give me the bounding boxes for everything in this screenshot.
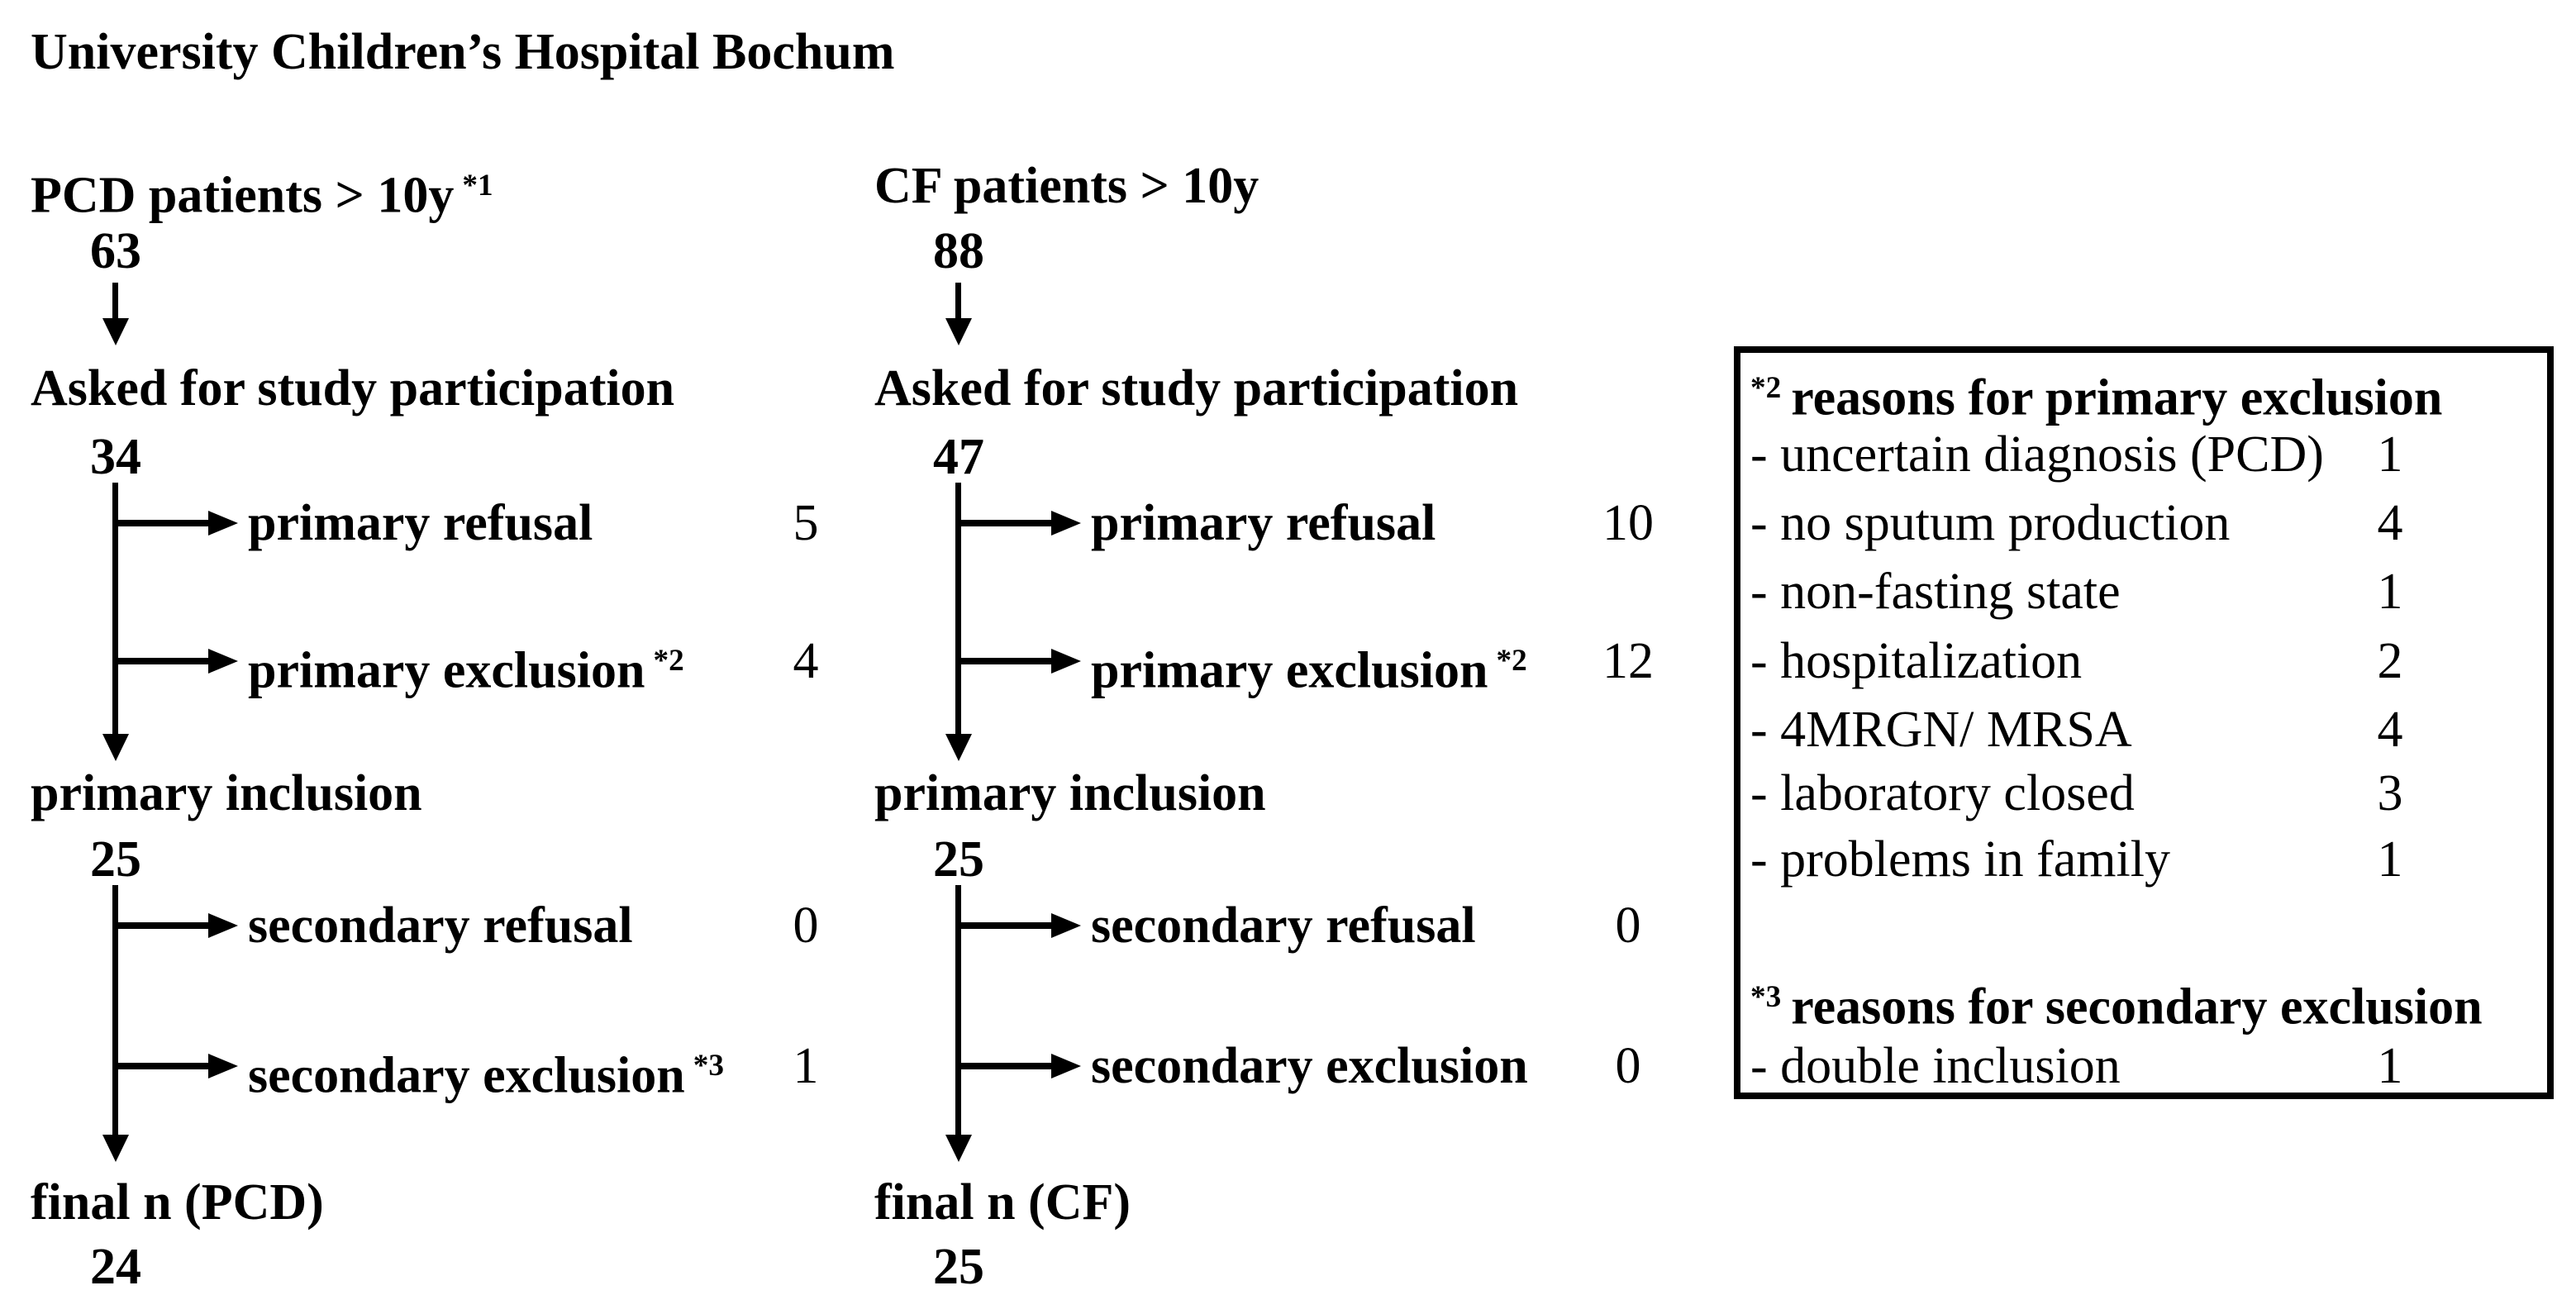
pcd-secondary-refusal-value: 0 <box>793 897 819 954</box>
pcd-final-label: final n (PCD) <box>31 1174 324 1231</box>
pcd-flowline-lower-head-icon <box>102 1135 129 1162</box>
legend-secondary-heading-text: reasons for secondary exclusion <box>1791 978 2483 1035</box>
legend-row-value: 1 <box>2377 1038 2403 1094</box>
pcd-final-count: 24 <box>90 1239 141 1295</box>
legend-row-label: - problems in family <box>1750 831 2170 888</box>
legend-row-label: - double inclusion <box>1750 1038 2121 1094</box>
pcd-branch-secondary-exclusion-head-icon <box>208 1054 238 1078</box>
cf-branch-primary-refusal-arrow <box>959 520 1051 526</box>
cf-branch-primary-exclusion-head-icon <box>1051 649 1081 674</box>
pcd-branch-primary-exclusion-arrow <box>116 658 208 664</box>
cf-final-label: final n (CF) <box>874 1174 1131 1231</box>
legend-row-value: 1 <box>2377 831 2403 888</box>
cf-secondary-refusal-label: secondary refusal <box>1091 897 1476 954</box>
cf-header: CF patients > 10y <box>874 158 1259 214</box>
pcd-header-text: PCD patients > 10y <box>31 167 455 224</box>
pcd-branch-primary-refusal-arrow <box>116 520 208 526</box>
legend-row-label: - laboratory closed <box>1750 765 2135 821</box>
pcd-flowline-upper <box>112 483 118 735</box>
pcd-primary-exclusion-value: 4 <box>793 633 819 689</box>
cf-secondary-exclusion-label: secondary exclusion <box>1091 1038 1528 1094</box>
cf-branch-primary-refusal-head-icon <box>1051 511 1081 536</box>
pcd-header-footnote-marker: *1 <box>462 169 493 202</box>
legend-row-label: - 4MRGN/ MRSA <box>1750 702 2132 758</box>
cf-primary-exclusion-footnote-marker: *2 <box>1496 644 1527 678</box>
cf-asked-label: Asked for study participation <box>874 360 1519 417</box>
cf-primary-exclusion-value: 12 <box>1602 633 1654 689</box>
pcd-initial-count: 63 <box>90 223 141 279</box>
pcd-branch-secondary-refusal-head-icon <box>208 913 238 938</box>
cf-flowline-lower <box>955 885 961 1135</box>
cf-branch-primary-exclusion-arrow <box>959 658 1051 664</box>
pcd-primary-exclusion-text: primary exclusion <box>248 642 645 699</box>
cf-flowline-lower-head-icon <box>945 1135 972 1162</box>
cf-branch-secondary-exclusion-arrow <box>959 1063 1051 1069</box>
pcd-primary-exclusion-label: primary exclusion*2 <box>248 626 684 705</box>
cf-secondary-refusal-value: 0 <box>1615 897 1641 954</box>
legend-row-value: 4 <box>2377 702 2403 758</box>
legend-row-label: - uncertain diagnosis (PCD) <box>1750 426 2324 483</box>
cf-branch-secondary-exclusion-head-icon <box>1051 1054 1081 1078</box>
cf-flowline-upper <box>955 483 961 735</box>
legend-secondary-heading: *3 reasons for secondary exclusion <box>1750 963 2483 1041</box>
cf-primary-refusal-label: primary refusal <box>1091 495 1436 551</box>
cf-primary-inclusion-count: 25 <box>933 831 984 888</box>
legend-row-label: - non-fasting state <box>1750 564 2121 620</box>
cf-primary-exclusion-label: primary exclusion*2 <box>1091 626 1527 705</box>
pcd-secondary-exclusion-text: secondary exclusion <box>248 1047 685 1104</box>
cf-primary-inclusion-label: primary inclusion <box>874 765 1266 821</box>
pcd-asked-label: Asked for study participation <box>31 360 675 417</box>
pcd-branch-secondary-refusal-arrow <box>116 922 208 929</box>
pcd-branch-secondary-exclusion-arrow <box>116 1063 208 1069</box>
pcd-arrow-initial-head-icon <box>102 318 129 345</box>
pcd-secondary-exclusion-label: secondary exclusion*3 <box>248 1031 724 1110</box>
cf-secondary-exclusion-value: 0 <box>1615 1038 1641 1094</box>
cf-asked-count: 47 <box>933 429 984 485</box>
legend-row-label: - hospitalization <box>1750 633 2083 689</box>
legend-secondary-footnote-marker: *3 <box>1750 980 1782 1014</box>
pcd-arrow-initial-shaft <box>112 283 118 319</box>
pcd-flowline-upper-head-icon <box>102 734 129 761</box>
exclusion-reasons-legend-box <box>1734 346 2554 1099</box>
cf-primary-refusal-value: 10 <box>1602 495 1654 551</box>
cf-arrow-initial-shaft <box>955 283 961 319</box>
pcd-branch-primary-refusal-head-icon <box>208 511 238 536</box>
pcd-primary-refusal-value: 5 <box>793 495 819 551</box>
legend-row-value: 1 <box>2377 426 2403 483</box>
pcd-secondary-refusal-label: secondary refusal <box>248 897 633 954</box>
cf-arrow-initial-head-icon <box>945 318 972 345</box>
legend-primary-heading-text: reasons for primary exclusion <box>1791 369 2443 426</box>
pcd-branch-primary-exclusion-head-icon <box>208 649 238 674</box>
legend-row-label: - no sputum production <box>1750 495 2231 551</box>
cf-initial-count: 88 <box>933 223 984 279</box>
cf-primary-exclusion-text: primary exclusion <box>1091 642 1488 699</box>
legend-row-value: 4 <box>2377 495 2403 551</box>
pcd-primary-refusal-label: primary refusal <box>248 495 593 551</box>
pcd-header: PCD patients > 10y*1 <box>31 151 493 230</box>
cf-final-count: 25 <box>933 1239 984 1295</box>
cf-flowline-upper-head-icon <box>945 734 972 761</box>
pcd-asked-count: 34 <box>90 429 141 485</box>
cf-branch-secondary-refusal-arrow <box>959 922 1051 929</box>
pcd-secondary-exclusion-value: 1 <box>793 1038 819 1094</box>
legend-primary-heading: *2 reasons for primary exclusion <box>1750 354 2442 432</box>
pcd-primary-exclusion-footnote-marker: *2 <box>653 644 684 678</box>
legend-row-value: 1 <box>2377 564 2403 620</box>
pcd-flowline-lower <box>112 885 118 1135</box>
cf-branch-secondary-refusal-head-icon <box>1051 913 1081 938</box>
pcd-primary-inclusion-label: primary inclusion <box>31 765 422 821</box>
pcd-secondary-exclusion-footnote-marker: *3 <box>693 1049 724 1083</box>
legend-primary-footnote-marker: *2 <box>1750 371 1782 405</box>
pcd-primary-inclusion-count: 25 <box>90 831 141 888</box>
figure-title: University Children’s Hospital Bochum <box>31 24 895 80</box>
legend-row-value: 3 <box>2377 765 2403 821</box>
legend-row-value: 2 <box>2377 633 2403 689</box>
